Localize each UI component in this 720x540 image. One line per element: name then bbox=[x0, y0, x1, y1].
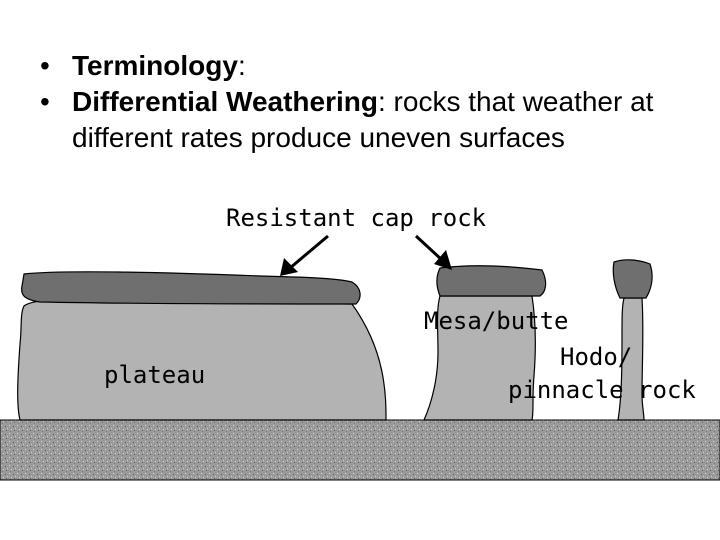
cap-rock-arrow-icon bbox=[280, 236, 328, 276]
mesa-butte-label: Mesa/butte bbox=[424, 307, 569, 335]
ground-layer bbox=[0, 420, 720, 480]
pinnacle-rock-label: pinnacle rock bbox=[508, 376, 696, 404]
plateau-cap-rock bbox=[22, 272, 360, 304]
cap-rock-arrow-icon bbox=[416, 236, 452, 270]
pinnacle-cap-rock bbox=[613, 260, 652, 298]
mesa-cap-rock bbox=[437, 266, 546, 296]
cap-rock-label: Resistant cap rock bbox=[226, 204, 486, 232]
plateau-label: plateau bbox=[104, 361, 205, 389]
hoodoo-label: Hodo/ bbox=[560, 343, 632, 371]
